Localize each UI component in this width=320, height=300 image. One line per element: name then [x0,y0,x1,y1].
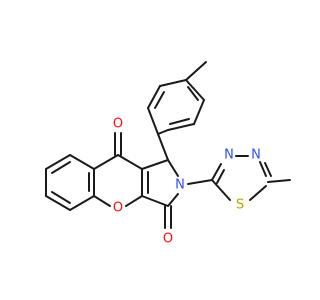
atom-oxygen-ring: O [113,201,123,216]
bond [141,159,169,170]
atom-sulfur: S [236,198,244,213]
bond [159,79,187,87]
bond [147,85,161,109]
bond-methyl [267,179,291,183]
atom-nitrogen-thiadiazole-1: N [224,148,234,163]
atom-oxygen-top: O [113,117,123,132]
bond [167,193,179,207]
bond [45,195,71,211]
bond-double-inner [169,118,190,125]
bond [187,179,213,185]
atom-nitrogen-lactam: N [175,178,185,193]
bond [125,195,143,207]
bond-methyl [185,61,207,81]
bond [69,195,95,211]
bond [93,195,111,207]
bonds [45,61,291,229]
bond [193,99,205,125]
bond [141,195,169,207]
bond-double-inner [51,161,71,174]
atom-nitrogen-thiadiazole-2: N [251,148,261,163]
bond [167,123,195,131]
atom-oxygen-bottom: O [163,232,173,247]
molecule-structure: O O O N N N S [45,61,291,247]
bond [211,179,231,201]
bond [185,79,205,101]
bond [249,185,267,201]
bond [167,159,179,177]
bond [93,154,119,170]
bond [264,162,272,177]
bond [211,163,222,181]
bond [157,133,169,161]
bond-double-inner [187,86,199,101]
atom-labels: O O O N N N S [113,117,261,247]
bond-double-inner [154,91,165,109]
bond [69,154,95,170]
bond [45,154,71,170]
bond-double-inner [51,191,71,204]
bond [216,169,225,184]
bond [157,129,169,135]
molecule-canvas: O O O N N N S [45,61,291,247]
bond [117,154,143,170]
bond [259,161,267,177]
bond [147,107,159,135]
